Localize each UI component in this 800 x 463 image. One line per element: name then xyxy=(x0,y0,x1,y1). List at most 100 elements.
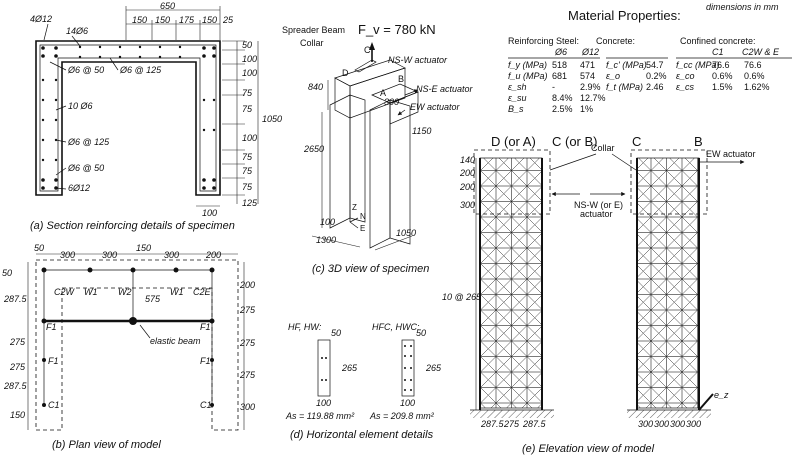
dim3d-1150: 1150 xyxy=(412,126,431,136)
label-6phi12: 6Ø12 xyxy=(68,183,90,193)
confined-row-1-c1: 0.6% xyxy=(712,71,733,81)
collar-left xyxy=(473,149,551,215)
collar-3d-label: Collar xyxy=(300,38,324,48)
elev-bot-r-2: 300 xyxy=(670,419,685,429)
steel-row-3-phi12: 12.7% xyxy=(580,93,606,103)
hf-dim-50: 50 xyxy=(331,328,341,338)
pdim-top-1: 300 xyxy=(60,250,75,260)
material-properties-panel: Material Properties: dimensions in mm Re… xyxy=(508,2,792,114)
point-d: D xyxy=(342,68,349,78)
steel-row-2-label: ε_sh xyxy=(508,82,526,92)
hfc-title: HFC, HWC: xyxy=(372,322,420,332)
rdim-4: 75 xyxy=(242,104,253,114)
actuator-elev-label: actuator xyxy=(580,209,613,219)
axes-triad: Z N E xyxy=(349,203,366,233)
elev-bot-r-1: 300 xyxy=(654,419,669,429)
steel-row-3-phi6: 8.4% xyxy=(552,93,573,103)
pdim-left-0: 50 xyxy=(2,268,12,278)
ew-elev-label: EW actuator xyxy=(706,149,756,159)
pdim-top-0: 50 xyxy=(34,243,44,253)
steel-row-4-phi6: 2.5% xyxy=(552,104,573,114)
as-hf: As = 119.88 mm² xyxy=(285,411,355,421)
dim-175: 175 xyxy=(179,15,195,25)
label-phi6-50-top: Ø6 @ 50 xyxy=(67,65,104,75)
confined-row-0-c1: 76.6 xyxy=(712,60,730,70)
label-14phi6: 14Ø6 xyxy=(66,26,88,36)
caption-b: (b) Plan view of model xyxy=(52,439,161,451)
pdim-right-0: 200 xyxy=(239,280,255,290)
steel-row-4-phi12: 1% xyxy=(580,104,593,114)
rdim-1: 100 xyxy=(242,54,257,64)
collar-elev-label: Collar xyxy=(591,143,615,153)
elastic-beam-label: elastic beam xyxy=(150,336,201,346)
confined-row-2-c2: 1.62% xyxy=(744,82,770,92)
dim-650: 650 xyxy=(160,1,175,11)
steel-title: Reinforcing Steel: xyxy=(508,36,579,46)
pdim-right-4: 300 xyxy=(240,402,255,412)
elev-bot-l-2: 287.5 xyxy=(522,419,547,429)
node-w1a: W1 xyxy=(84,287,98,297)
nsw-elev-label: NS-W (or E) xyxy=(574,200,623,210)
steel-col-0: Ø6 xyxy=(554,47,567,57)
units-note: dimensions in mm xyxy=(706,2,779,12)
section-reinforcing-panel: 4Ø12 14Ø6 Ø6 @ 50 Ø6 @ 125 10 Ø6 Ø6 @ 12… xyxy=(30,1,282,232)
label-phi6-125: Ø6 @ 125 xyxy=(67,137,110,147)
hfc-dim-265: 265 xyxy=(425,363,442,373)
label-c1-right: C1 xyxy=(200,400,212,410)
label-b: B xyxy=(694,134,703,149)
label-f1-tr: F1 xyxy=(200,322,211,332)
caption-a: (a) Section reinforcing details of speci… xyxy=(30,220,235,232)
confined-row-2-c1: 1.5% xyxy=(712,82,733,92)
label-phi6-125-top: Ø6 @ 125 xyxy=(119,65,162,75)
dim3d-2650: 2650 xyxy=(303,144,324,154)
nse-actuator-label: NS-E actuator xyxy=(416,84,474,94)
confined-row-0-c2: 76.6 xyxy=(744,60,762,70)
material-title: Material Properties: xyxy=(568,8,681,23)
label-d-or-a: D (or A) xyxy=(491,134,536,149)
steel-row-2-phi6: - xyxy=(552,82,555,92)
dim-575: 575 xyxy=(145,294,161,304)
axis-n: N xyxy=(360,212,366,221)
label-10phi6: 10 Ø6 xyxy=(68,101,93,111)
hfc-dim-50: 50 xyxy=(416,328,426,338)
pdim-left-2: 275 xyxy=(9,337,26,347)
pdim-right-2: 275 xyxy=(239,338,256,348)
ew-actuator-label: EW actuator xyxy=(410,102,461,112)
confined-col-1: C2W & E xyxy=(742,47,780,57)
caption-d: (d) Horizontal element details xyxy=(290,429,434,441)
3d-view-panel: Spreader Beam Collar F_v = 780 kN NS-W a… xyxy=(282,22,474,275)
pdim-top-2: 300 xyxy=(102,250,117,260)
pdim-left-1: 287.5 xyxy=(3,294,28,304)
pdim-left-3: 275 xyxy=(9,362,26,372)
label-c: C xyxy=(632,134,641,149)
elev-dim-10x265: 10 @ 265 xyxy=(442,292,482,302)
rdim-2: 100 xyxy=(242,68,257,78)
caption-c: (c) 3D view of specimen xyxy=(312,263,429,275)
node-c2w: C2W xyxy=(54,287,76,297)
pdim-top-3: 150 xyxy=(136,243,151,253)
confined-row-1-label: ε_co xyxy=(676,71,694,81)
dim-150b: 150 xyxy=(155,15,170,25)
steel-row-1-phi6: 681 xyxy=(552,71,567,81)
hf-dim-265: 265 xyxy=(341,363,358,373)
right-truss-grid xyxy=(637,158,699,408)
dim-25: 25 xyxy=(222,15,234,25)
rdim-5: 100 xyxy=(242,133,257,143)
node-w1b: W1 xyxy=(170,287,184,297)
label-f1-br: F1 xyxy=(200,356,211,366)
point-c: C xyxy=(364,45,371,55)
horizontal-element-panel: HF, HW: HFC, HWC: 50 265 100 50 265 100 … xyxy=(285,322,442,441)
steel-row-0-label: f_y (MPa) xyxy=(508,60,547,70)
rdim-3: 75 xyxy=(242,88,253,98)
dim-100-bottom: 100 xyxy=(202,208,217,218)
label-c-or-b: C (or B) xyxy=(552,134,598,149)
elev-bot-r-0: 300 xyxy=(638,419,653,429)
hf-title: HF, HW: xyxy=(288,322,322,332)
section-outline xyxy=(35,40,221,196)
node-c2e: C2E xyxy=(193,287,212,297)
steel-row-1-label: f_u (MPa) xyxy=(508,71,548,81)
concrete-row-1-value: 0.2% xyxy=(646,71,667,81)
